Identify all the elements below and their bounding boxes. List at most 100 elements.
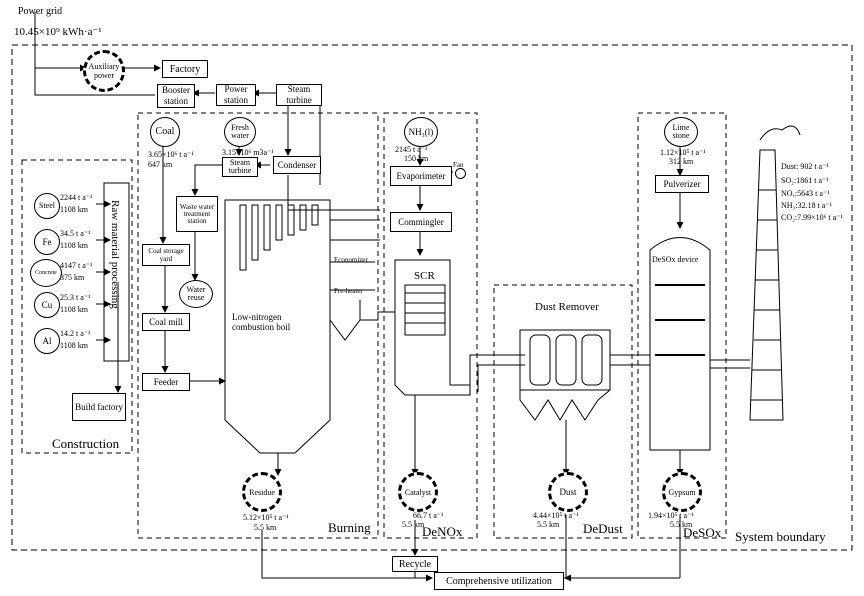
fan-icon (455, 168, 466, 179)
nh3-amount: 2145 t a⁻¹ (395, 145, 428, 154)
material-concrete-node: Concrete (30, 259, 62, 287)
catalyst-distance: 5.5 km (402, 520, 425, 529)
booster-station-box: Booster station (157, 84, 195, 108)
coal-storage-yard-box: Coal storage yard (142, 244, 190, 266)
denox-section-label: DeNOx (422, 524, 463, 539)
residue-amount: 5.12×10⁵ t a⁻¹ (243, 513, 289, 522)
boiler-label: Low-nitrogen combustion boil (232, 312, 291, 332)
material-fe-amount: 34.5 t a⁻¹ (60, 229, 91, 238)
dust-remover-label: Dust Remover (535, 301, 599, 313)
burning-boundary (137, 112, 379, 539)
dust-amount: 4.44×10⁵ t a⁻¹ (533, 511, 579, 520)
construction-boundary (21, 159, 133, 454)
dust-filter-3 (581, 334, 603, 386)
auxiliary-power-label: Auxiliary power (88, 62, 120, 80)
dust-distance: 5.5 km (537, 520, 560, 529)
steam-turbine-burning-box: Steam turbine (222, 157, 258, 177)
material-concrete-distance: 375 km (60, 273, 85, 282)
material-al-distance: 1108 km (60, 341, 88, 350)
dust-label: Dust (559, 487, 577, 497)
material-cu-node: Cu (34, 292, 60, 318)
catalyst-amount: 66.7 t a⁻¹ (413, 511, 444, 520)
desox-section-label: DeSOx (683, 525, 722, 540)
power-grid-value: 10.45×10⁹ kWh·a⁻¹ (14, 26, 102, 38)
scr-reactor (394, 259, 471, 396)
coal-mill-box: Coal mill (142, 313, 190, 331)
gypsum-distance: 5.5 km (670, 520, 693, 529)
steam-turbine-top-box: Steam turbine (276, 84, 322, 106)
material-concrete-amount: 4147 t a⁻¹ (60, 261, 93, 270)
boiler-shape (224, 199, 331, 454)
raw-material-processing-box (103, 182, 130, 362)
material-al-amount: 14.2 t a⁻¹ (60, 329, 91, 338)
feeder-box: Feeder (142, 373, 190, 391)
denox-boundary (383, 112, 478, 539)
material-al-node: Al (34, 328, 60, 354)
coal-amount: 3.65×10⁶ t a⁻¹ (148, 150, 194, 159)
emission-so2: SO₂:1861 t a⁻¹ (781, 176, 829, 185)
condenser-box: Condenser (273, 156, 321, 174)
power-grid-label: Power grid (18, 6, 63, 17)
residue-distance: 5.5 km (254, 523, 277, 532)
chimney (749, 149, 784, 421)
material-cu-amount: 25.3 t a⁻¹ (60, 293, 91, 302)
waste-water-treatment-box: Waste water treatment station (176, 196, 218, 232)
desox-boundary (637, 112, 727, 539)
material-steel-amount: 2244 t a⁻¹ (60, 193, 93, 202)
factory-box: Factory (162, 60, 208, 78)
material-fe-node: Fe (34, 229, 60, 255)
scr-label: SCR (414, 270, 435, 282)
limestone-node: Lime stone (664, 117, 698, 147)
nh3-node: NH₃(l) (404, 117, 438, 147)
dust-filter-2 (555, 334, 577, 386)
nh3-distance: 150 km (404, 154, 429, 163)
preheater-label: Pre-heater (334, 287, 363, 295)
gypsum-label: Gypsum (668, 487, 696, 497)
material-fe-distance: 1108 km (60, 241, 88, 250)
limestone-distance: 312 km (669, 157, 694, 166)
build-factory-box: Build factory (72, 393, 126, 421)
dust-remover-body (519, 329, 611, 391)
economizer-label: Economizer (334, 256, 368, 264)
recycle-box: Recycle (392, 556, 438, 572)
emission-co2: CO₂:7.99×10⁶ t a⁻¹ (781, 213, 843, 222)
dust-node: Dust (548, 472, 588, 512)
emission-dust: Dust: 902 t a⁻¹ (781, 162, 829, 171)
desox-tower (649, 237, 711, 451)
water-reuse-node: Water reuse (179, 280, 213, 308)
coal-node: Coal (150, 117, 180, 147)
gypsum-node: Gypsum (662, 472, 702, 512)
auxiliary-power-node: Auxiliary power (83, 50, 125, 92)
desox-device-label: DeSOx device (652, 255, 699, 264)
comprehensive-utilization-box: Comprehensive utilization (434, 572, 564, 590)
coal-distance: 647 km (148, 160, 173, 169)
power-station-box: Power station (216, 84, 256, 106)
raw-material-processing-label: Raw material processing (109, 200, 121, 309)
system-boundary-label: System boundary (735, 529, 826, 544)
dedust-boundary (493, 284, 633, 539)
system-boundary-frame (11, 44, 853, 551)
pulverizer-box: Pulverizer (655, 175, 709, 193)
residue-node: Residue (242, 472, 282, 512)
material-cu-distance: 1108 km (60, 305, 88, 314)
emission-nh3: NH₃:32.18 t a⁻¹ (781, 201, 832, 210)
material-steel-distance: 1108 km (60, 205, 88, 214)
gypsum-amount: 1.94×10⁵ t a⁻¹ (648, 511, 694, 520)
dust-filter-1 (529, 334, 551, 386)
evaporimeter-box: Evaporimeter (390, 166, 452, 186)
residue-label: Residue (249, 487, 275, 497)
limestone-amount: 1.12×10⁵ t a⁻¹ (660, 148, 706, 157)
catalyst-node: Catalyst (398, 472, 438, 512)
material-steel-node: Steel (34, 193, 60, 219)
scr-catalyst-layers (404, 284, 446, 336)
burning-section-label: Burning (328, 520, 371, 535)
boiler-tubes (239, 204, 319, 271)
construction-section-label: Construction (52, 436, 120, 451)
fresh-water-node: Fresh water (224, 117, 256, 147)
commingler-box: Commingler (390, 212, 452, 232)
fan-label: Fan (453, 161, 464, 169)
fresh-water-amount: 3.15×10⁶ m3a⁻¹ (222, 148, 274, 157)
catalyst-label: Catalyst (404, 487, 432, 497)
emission-nox: NOₓ:5643 t a⁻¹ (781, 189, 830, 198)
